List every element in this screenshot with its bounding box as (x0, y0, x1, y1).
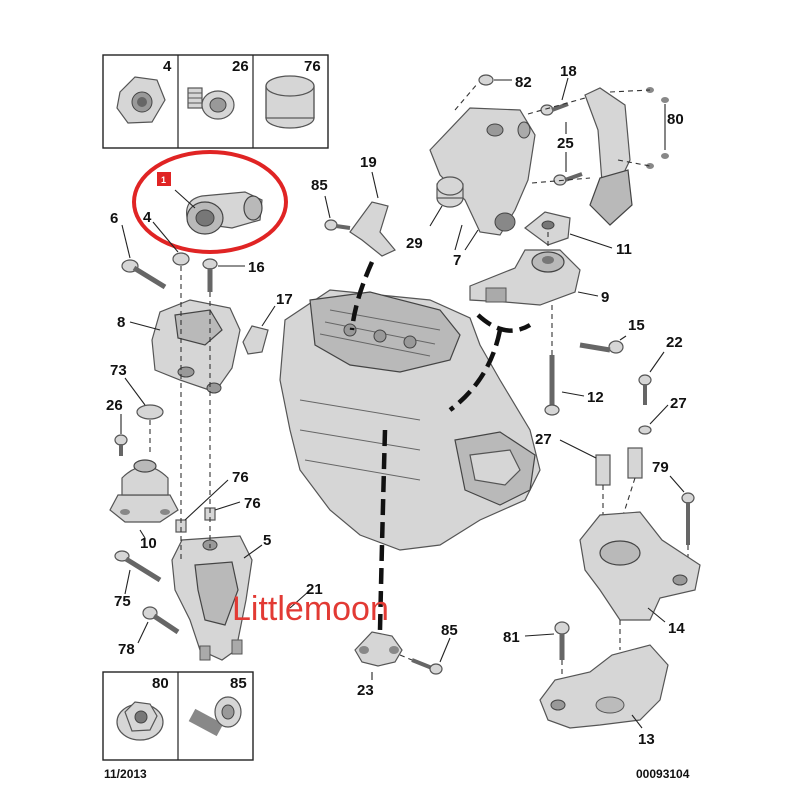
bolt-85-icon (188, 696, 242, 737)
nut-4 (172, 252, 190, 266)
mount-11 (524, 211, 571, 246)
hardware-detail-box-top: 4 26 76 (102, 54, 329, 149)
mount-9 (469, 249, 581, 306)
label-21: 21 (306, 581, 323, 598)
label-19: 19 (360, 154, 377, 171)
label-18: 18 (560, 63, 577, 80)
bracket-19 (349, 201, 396, 257)
label-12: 12 (587, 389, 604, 406)
bracket-5 (171, 535, 253, 661)
label-85a: 85 (311, 177, 328, 194)
bolt-75 (114, 550, 162, 583)
mount-14 (579, 511, 701, 621)
bolt-18 (540, 102, 569, 116)
upper-right-assembly: 82 18 25 29 7 (406, 63, 687, 526)
bolt-6 (121, 259, 167, 290)
label-85b: 85 (441, 622, 458, 639)
connector-9b (448, 329, 503, 412)
bracket-7 (429, 107, 536, 236)
bolt-79 (681, 492, 695, 545)
label-5: 5 (263, 532, 271, 549)
highlight-ring (132, 150, 288, 254)
clip-17 (242, 325, 269, 355)
label-75: 75 (114, 593, 131, 610)
label-27b: 27 (670, 395, 687, 412)
plate-80 (584, 87, 669, 226)
part-1-tag-text: 1 (161, 175, 166, 185)
bracket-8 (151, 299, 241, 394)
label-73: 73 (110, 362, 127, 379)
pad-27-left (595, 454, 611, 486)
left-mount-assembly: 6 4 16 8 17 73 26 (106, 209, 323, 661)
bolt-15 (579, 340, 624, 354)
engine-block (279, 289, 541, 551)
label-82: 82 (515, 74, 532, 91)
label-76: 76 (304, 58, 321, 75)
washer-27 (638, 425, 652, 435)
label-17: 17 (276, 291, 293, 308)
label-15: 15 (628, 317, 645, 334)
label-9: 9 (601, 289, 609, 306)
label-22: 22 (666, 334, 683, 351)
connector-19 (349, 261, 375, 331)
label-23: 23 (357, 682, 374, 699)
bolt-85-top (324, 219, 351, 231)
label-16: 16 (248, 259, 265, 276)
label-78: 78 (118, 641, 135, 658)
washer-73 (136, 404, 164, 420)
label-85c: 85 (230, 675, 247, 692)
bushing-icon (265, 75, 315, 129)
label-76b: 76 (232, 469, 249, 486)
bolt-12 (544, 355, 560, 416)
connector-9 (476, 313, 532, 333)
footer-date: 11/2013 (104, 767, 147, 781)
bolt-82 (478, 74, 494, 86)
label-76c: 76 (244, 495, 261, 512)
bracket-23 (354, 631, 403, 667)
label-4: 4 (163, 58, 172, 75)
pad-27-right (627, 447, 643, 479)
label-14: 14 (668, 620, 685, 637)
label-25: 25 (557, 135, 574, 152)
flange-nut-80-icon (116, 701, 164, 741)
label-4b: 4 (143, 209, 152, 226)
highlighted-part-1: 1 (132, 150, 288, 254)
flange-nut-icon (116, 76, 166, 124)
bushing-29 (436, 176, 464, 208)
label-80a: 80 (667, 111, 684, 128)
label-10: 10 (140, 535, 157, 552)
label-29: 29 (406, 235, 423, 252)
bolt-26-left (114, 434, 128, 456)
bolt-icon (187, 87, 235, 120)
bolt-78 (142, 606, 180, 635)
label-27a: 27 (535, 431, 552, 448)
bracket-13 (539, 644, 669, 729)
label-26b: 26 (106, 397, 123, 414)
torque-rod-part (186, 191, 263, 235)
watermark: Littlemoon (232, 590, 389, 628)
bolt-81 (554, 621, 570, 660)
label-81: 81 (503, 629, 520, 646)
connector-23 (377, 429, 388, 631)
label-8: 8 (117, 314, 125, 331)
label-6: 6 (110, 210, 118, 227)
label-7: 7 (453, 252, 461, 269)
bolt-25 (553, 172, 583, 186)
label-26: 26 (232, 58, 249, 75)
lower-right-assembly: 79 14 81 13 (503, 459, 701, 748)
footer-reference: 00093104 (636, 767, 690, 781)
bolt-16 (202, 258, 218, 292)
hydraulic-mount-10 (109, 459, 179, 523)
label-79: 79 (652, 459, 669, 476)
bolt-85-bottom (411, 658, 443, 675)
label-11: 11 (616, 241, 632, 258)
label-80b: 80 (152, 675, 169, 692)
label-13: 13 (638, 731, 655, 748)
hardware-detail-box-bottom: 80 85 (102, 671, 254, 761)
part-1-tag (157, 172, 171, 186)
bolt-22 (638, 374, 652, 405)
